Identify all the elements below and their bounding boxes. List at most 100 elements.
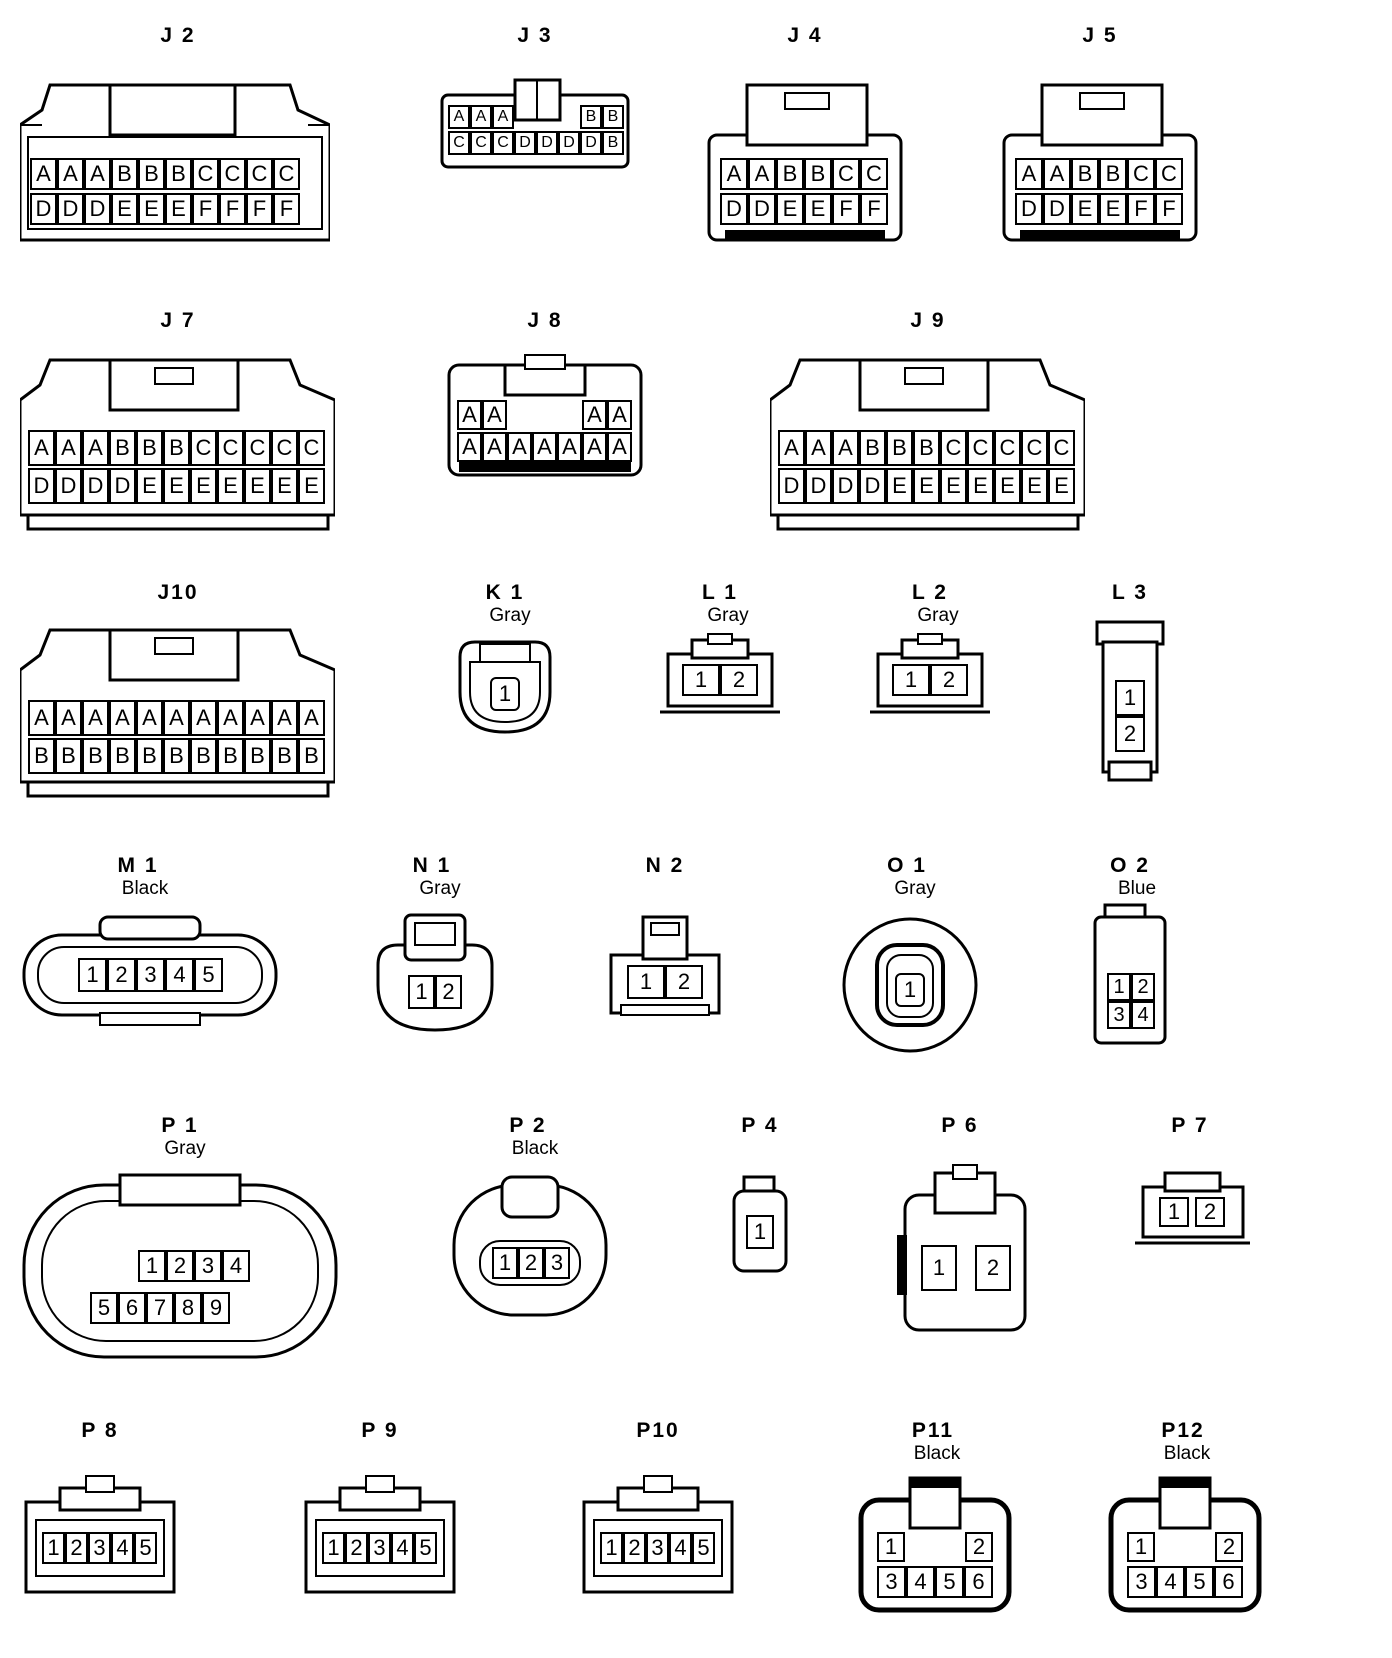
pin: 3 <box>544 1247 570 1279</box>
pin: A <box>55 700 82 736</box>
pin: A <box>607 400 632 430</box>
pin: D <box>859 468 886 504</box>
pin: B <box>859 430 886 466</box>
pin: A <box>1015 158 1043 190</box>
pin: C <box>298 430 325 466</box>
connector-label: P 2 <box>509 1114 547 1137</box>
pin: 2 <box>107 958 136 992</box>
pin: A <box>190 700 217 736</box>
pin: 3 <box>368 1532 391 1564</box>
connector-p11-outline <box>858 1476 1012 1613</box>
pin: 1 <box>490 677 520 711</box>
pin: 6 <box>1214 1566 1243 1598</box>
pin: 4 <box>111 1532 134 1564</box>
connector-label: O 2 <box>1110 854 1150 877</box>
pin: 1 <box>1115 680 1145 716</box>
pin: 5 <box>1185 1566 1214 1598</box>
pin: A <box>557 432 582 462</box>
pin: E <box>886 468 913 504</box>
pin: 6 <box>964 1566 993 1598</box>
pin: B <box>136 738 163 774</box>
pin: A <box>720 158 748 190</box>
pin: 2 <box>665 965 703 999</box>
pin: 2 <box>518 1247 544 1279</box>
connector-l1-outline <box>660 633 780 714</box>
pin: E <box>163 468 190 504</box>
pin: E <box>111 193 138 225</box>
pin: E <box>136 468 163 504</box>
connector-label: P11 <box>911 1419 955 1442</box>
pin: 4 <box>1156 1566 1185 1598</box>
pin: C <box>244 430 271 466</box>
connector-p9-outline <box>304 1475 456 1594</box>
pin: 2 <box>166 1250 194 1282</box>
pin: 5 <box>692 1532 715 1564</box>
pin: 3 <box>88 1532 111 1564</box>
pin: D <box>1043 193 1071 225</box>
pin: A <box>57 158 84 190</box>
connector-label: N 2 <box>645 854 685 877</box>
connector-color: Black <box>1163 1443 1211 1464</box>
pin: B <box>580 105 602 129</box>
pin: D <box>514 131 536 155</box>
pin: 2 <box>975 1245 1011 1291</box>
pin: E <box>138 193 165 225</box>
pin: A <box>84 158 111 190</box>
pin: D <box>57 193 84 225</box>
pin: A <box>1043 158 1071 190</box>
pin: B <box>804 158 832 190</box>
pin: 7 <box>146 1292 174 1324</box>
pin: C <box>1021 430 1048 466</box>
pin: A <box>82 430 109 466</box>
pin: B <box>163 430 190 466</box>
pin: A <box>82 700 109 736</box>
pin: F <box>246 193 273 225</box>
connector-p10-outline <box>582 1475 734 1594</box>
pin: B <box>82 738 109 774</box>
pin: D <box>30 193 57 225</box>
connector-color: Gray <box>707 605 749 626</box>
pin: B <box>271 738 298 774</box>
pin: E <box>1071 193 1099 225</box>
connector-p4: P 4 1 <box>720 1115 800 1295</box>
pin-row: 1 <box>490 677 520 711</box>
pin: C <box>940 430 967 466</box>
pin: 1 <box>895 973 925 1007</box>
pin: 2 <box>930 664 968 696</box>
pin: 1 <box>408 975 435 1009</box>
pin: A <box>507 432 532 462</box>
connector-label: P 4 <box>741 1114 779 1137</box>
pin: C <box>271 430 298 466</box>
pin: A <box>832 430 859 466</box>
connector-color: Gray <box>489 605 531 626</box>
connector-label: J 3 <box>517 24 553 47</box>
connector-label: K 1 <box>485 581 525 604</box>
connector-p6-outline <box>897 1164 1027 1332</box>
pin: B <box>28 738 55 774</box>
connector-j7-outline <box>20 358 335 531</box>
pin: 3 <box>877 1566 906 1598</box>
pin: 6 <box>118 1292 146 1324</box>
